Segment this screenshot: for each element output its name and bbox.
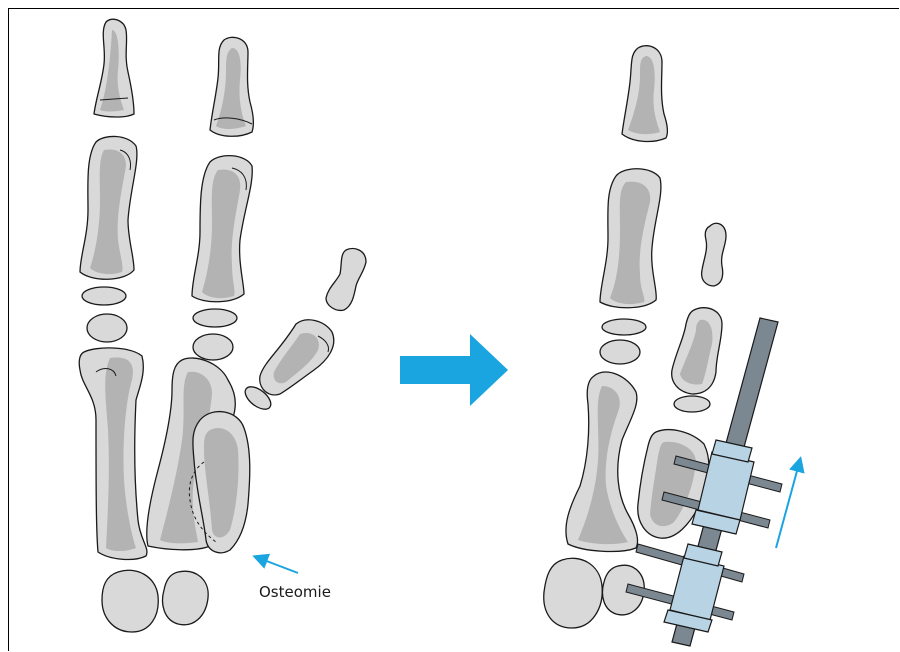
left-hand-skeleton [79,19,366,632]
left-distal-phalanx-2 [210,37,253,136]
left-distal-phalanx-1 [94,19,134,117]
right-metacarpal [566,372,638,551]
right-thumb-distal [702,223,726,286]
right-sesamoid-a [602,319,646,335]
right-distal-phalanx [622,46,667,142]
right-hand-skeleton [544,46,726,628]
large-right-arrow-icon [400,334,508,406]
right-carpal-1 [544,558,602,628]
up-arrow-icon [776,460,800,548]
left-carpal-1 [102,570,158,632]
right-thumb-proximal [672,308,722,394]
left-metacarpal-1 [79,348,147,560]
left-sesamoid-2b [193,334,233,360]
left-sesamoid-2a [193,309,237,327]
right-sesamoid-b [600,340,640,364]
left-carpal-2 [163,571,209,625]
left-sesamoid-1a [82,287,126,305]
right-middle-phalanx [600,169,661,308]
left-thumb-distal [326,249,366,311]
left-middle-phalanx-2 [192,156,252,302]
left-thumb-proximal [260,320,334,395]
right-thumb-sesamoid [674,396,710,412]
small-arrow-icon [256,557,298,573]
left-sesamoid-1b [87,314,127,342]
left-middle-phalanx-1 [80,136,137,279]
osteotomy-label: Osteomie [259,583,331,601]
